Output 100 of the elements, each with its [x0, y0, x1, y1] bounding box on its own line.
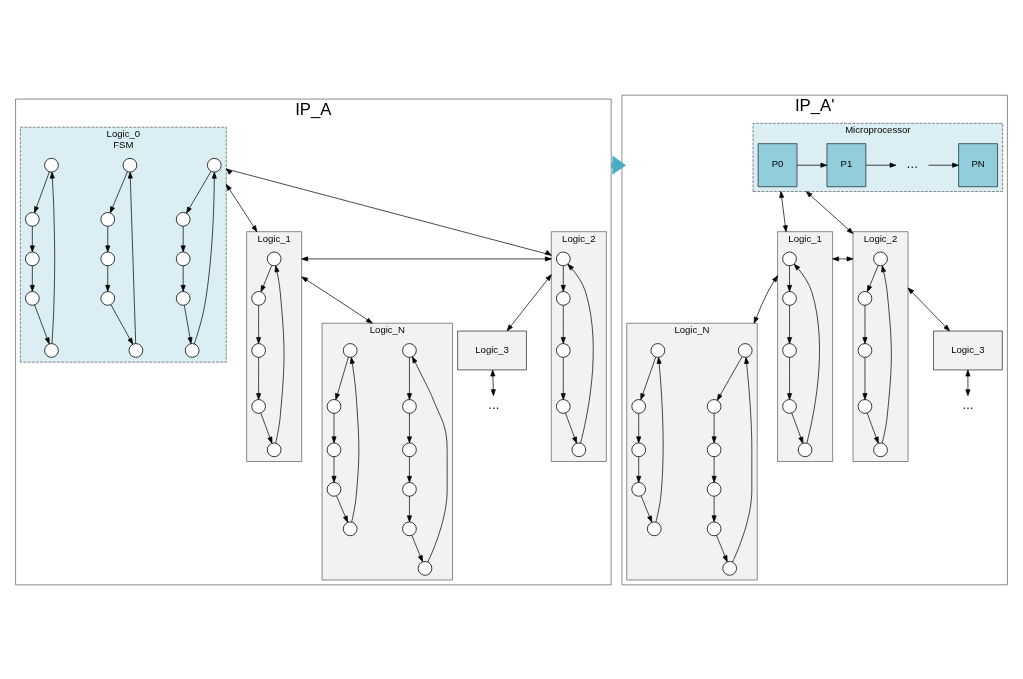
- node-circle: [857, 290, 873, 306]
- node-circle: [207, 157, 222, 172]
- node-circle: [782, 290, 797, 306]
- arrow: [640, 495, 653, 523]
- node-box: Logic_3: [457, 330, 527, 370]
- node-circle: [706, 481, 722, 497]
- node-box: P0: [757, 142, 798, 187]
- arrow: [867, 264, 879, 292]
- node-circle: [571, 442, 587, 457]
- arrow: [336, 495, 348, 523]
- arrow: [105, 225, 111, 252]
- node-circle: [402, 521, 417, 536]
- arrow: [640, 356, 657, 400]
- node-circle: [402, 398, 417, 414]
- arrow: [407, 356, 412, 400]
- node-circle: [647, 521, 662, 536]
- node-circle: [25, 290, 40, 306]
- arrow: [805, 190, 854, 234]
- node-circle: [122, 157, 138, 172]
- arrow: [862, 304, 868, 344]
- arrow: [225, 183, 258, 232]
- node-text: …: [906, 156, 919, 171]
- node-circle: [175, 211, 191, 227]
- arrow: [716, 534, 728, 562]
- node-circle: [722, 560, 737, 576]
- node-circle: [266, 251, 282, 266]
- arrow: [256, 356, 262, 400]
- arrow: [567, 263, 594, 443]
- arrow: [274, 264, 285, 443]
- node-box: P1: [826, 142, 867, 187]
- arrow: [490, 369, 496, 396]
- arrow: [560, 356, 566, 400]
- cluster: Logic_2: [551, 230, 607, 462]
- node-circle: [417, 560, 433, 576]
- node-circle: [326, 481, 342, 497]
- arrow: [928, 162, 959, 168]
- arrow: [407, 455, 412, 483]
- cluster: Logic_0 FSM: [20, 126, 227, 362]
- arrow: [110, 303, 134, 345]
- node-circle: [706, 521, 722, 536]
- arrow: [180, 225, 186, 252]
- arrow: [349, 356, 360, 522]
- arrow: [411, 534, 423, 562]
- node-circle: [25, 211, 40, 227]
- arrow: [732, 356, 753, 562]
- arrow: [407, 412, 412, 443]
- arrow: [301, 276, 373, 324]
- node-circle: [402, 481, 417, 497]
- arrow: [793, 263, 820, 443]
- node-circle: [184, 342, 200, 358]
- node-circle: [857, 342, 873, 358]
- arrow: [791, 412, 804, 444]
- arrow: [34, 304, 50, 344]
- arrow: [407, 495, 412, 522]
- node-circle: [873, 442, 888, 457]
- arrow: [335, 356, 349, 400]
- node-circle: [631, 481, 646, 497]
- arrow: [331, 455, 337, 483]
- node-circle: [175, 251, 191, 266]
- arrow: [180, 264, 186, 292]
- node-circle: [797, 442, 813, 457]
- arrow: [636, 455, 642, 483]
- node-circle: [857, 398, 873, 414]
- arrow: [711, 455, 717, 483]
- arrow: [260, 412, 273, 444]
- node-circle: [44, 342, 59, 358]
- node-circle: [326, 442, 342, 457]
- cluster: Logic_2: [852, 230, 909, 462]
- node-circle: [251, 290, 266, 306]
- node-circle: [631, 442, 646, 457]
- arrow: [256, 304, 262, 344]
- arrow: [716, 355, 743, 401]
- arrow: [881, 264, 892, 443]
- cluster: Logic_1: [246, 230, 302, 462]
- arrow: [301, 255, 552, 261]
- arrow: [832, 255, 854, 261]
- arrow: [565, 412, 577, 444]
- arrow: [787, 264, 792, 292]
- node-circle: [251, 342, 266, 358]
- arrow: [109, 170, 128, 213]
- node-circle: [342, 521, 358, 536]
- node-circle: [100, 251, 116, 266]
- arrow: [862, 356, 868, 400]
- arrow: [636, 412, 642, 443]
- node-circle: [556, 251, 571, 266]
- node-text: …: [961, 397, 974, 412]
- node-circle: [556, 342, 571, 358]
- arrow: [866, 412, 879, 444]
- arrow: [183, 304, 193, 344]
- arrow: [29, 264, 35, 292]
- arrow: [186, 170, 212, 213]
- node-circle: [873, 251, 888, 266]
- node-circle: [326, 398, 342, 414]
- node-box: Logic_3: [933, 330, 1003, 370]
- arrow: [753, 274, 778, 324]
- arrow: [34, 171, 50, 213]
- arrow: [907, 287, 950, 331]
- arrow: [260, 264, 273, 292]
- node-circle: [25, 251, 40, 266]
- arrow: [49, 171, 56, 344]
